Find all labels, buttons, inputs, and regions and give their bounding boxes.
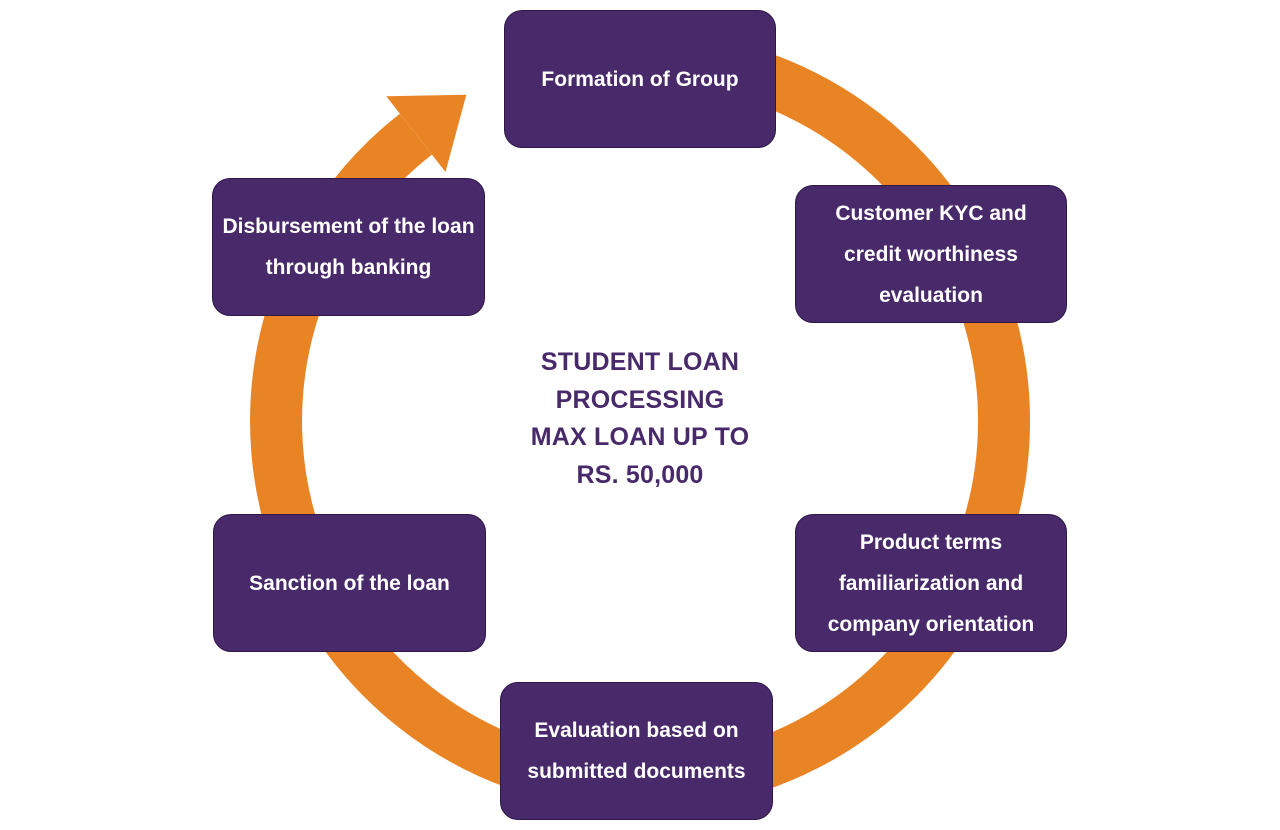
step-sanction-of-loan: Sanction of the loan	[213, 514, 486, 652]
center-line: STUDENT LOAN	[540, 348, 740, 376]
cycle-arrow-head	[386, 94, 467, 172]
step-label: Disbursement of the loan through banking	[222, 215, 475, 279]
center-line: PROCESSING	[555, 385, 725, 414]
step-label: Product terms familiarization and compan…	[827, 530, 1035, 636]
center-line: MAX LOAN UP TO	[530, 423, 750, 451]
step-label: Customer KYC and credit worthiness evalu…	[835, 201, 1027, 307]
step-customer-kyc: Customer KYC and credit worthiness evalu…	[795, 185, 1067, 323]
step-label: Evaluation based on submitted documents	[527, 719, 746, 783]
step-evaluation-documents: Evaluation based on submitted documents	[500, 682, 773, 820]
step-label: Formation of Group	[541, 67, 739, 91]
center-line: RS. 50,000	[576, 460, 704, 489]
step-formation-of-group: Formation of Group	[504, 10, 776, 148]
diagram-center-title: STUDENT LOAN PROCESSING MAX LOAN UP TO R…	[470, 344, 810, 494]
step-product-terms: Product terms familiarization and compan…	[795, 514, 1067, 652]
step-disbursement: Disbursement of the loan through banking	[212, 178, 485, 316]
step-label: Sanction of the loan	[249, 571, 450, 595]
